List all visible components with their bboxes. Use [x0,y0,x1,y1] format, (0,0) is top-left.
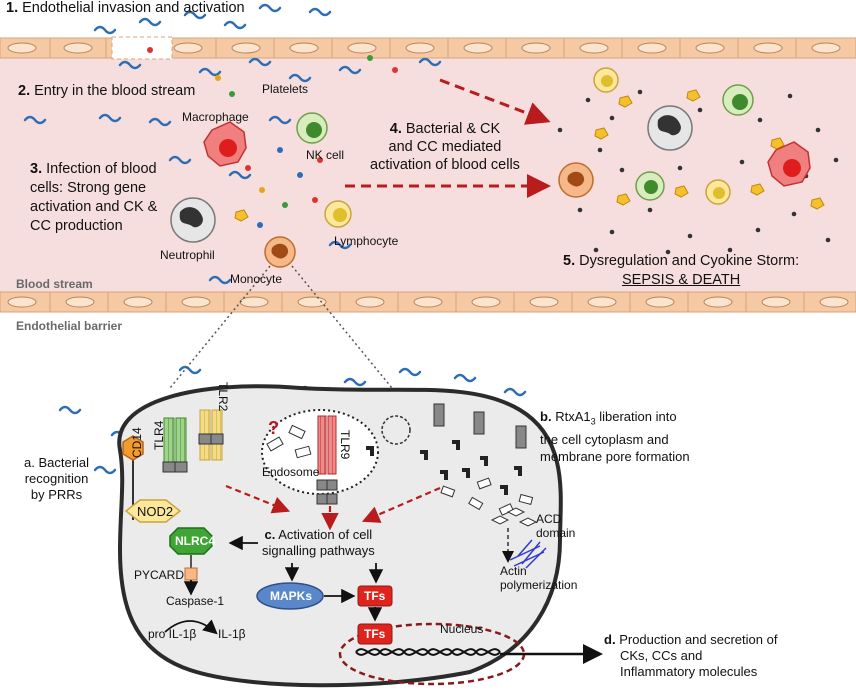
blood-stream-label: Blood stream [16,277,93,291]
acd-line2: domain [536,526,576,540]
label-d-letter: d. [604,632,616,647]
step-4-label: 4. Bacterial & CK and CC mediated activa… [370,120,520,174]
endosome [261,409,379,505]
tfs-label: TFs [364,589,386,603]
nod2-label: NOD2 [137,504,174,519]
mapks-label: MAPKs [270,589,313,603]
label-b-letter: b. [540,409,552,424]
label-a-letter: a. [24,455,35,470]
cytokine-storm-area [557,67,839,255]
step-5-line2: SEPSIS & DEATH [621,272,741,288]
pycard-label: PYCARD [134,568,185,582]
neutrophil-label: Neutrophil [160,248,215,262]
neutrophil-cell [170,197,216,243]
nucleus-label: Nucleus [440,622,484,636]
monocyte-cell [264,236,296,268]
step-1-number: 1. [6,0,19,16]
step-1-text: Endothelial invasion and activation [22,0,245,16]
label-a-line3: by PRRs [30,487,83,502]
step-3-line3: activation and CK & [30,199,158,215]
label-c: c. Activation of cell signalling pathway… [262,527,375,559]
step-2-text: Entry in the blood stream [34,83,196,99]
label-c-letter: c. [264,527,276,542]
tfs-box [357,585,393,607]
label-b-subscript: 3 [590,416,596,427]
label-a: a. Bacterial recognition by PRRs [24,455,89,503]
step-4-line1: Bacterial & CK [405,121,501,137]
pathway-arrows [164,535,603,664]
step-4-line2: and CC mediated [388,139,502,155]
zoom-lines [169,265,411,411]
question-mark: ? [268,418,279,438]
step-4-line3: activation of blood cells [370,157,520,173]
acd-line1: ACD [536,512,562,526]
nk-cell [296,112,328,144]
monocyte-label: Monocyte [230,272,283,286]
actin-label: Actin polymerization [500,564,577,592]
step-2-number: 2. [18,83,31,99]
tlr4-receptor [162,417,188,473]
step-4-number: 4. [389,121,402,137]
platelets-icon [234,209,249,222]
cd14-label: CD14 [130,427,144,458]
tlr9-label: TLR9 [338,430,352,460]
nlrc4-label: NLRC4 [175,534,216,548]
lymphocyte-label: Lymphocyte [334,234,399,248]
macrophage-cell [203,121,247,167]
label-c-line2: signalling pathways [262,543,375,558]
macrophage-label: Macrophage [182,110,249,124]
caspase-label: Caspase-1 [166,594,225,608]
pycard-box [184,567,198,581]
step-5-number: 5. [563,253,576,269]
endothelial-barrier-label: Endothelial barrier [16,319,123,333]
tfs-nucleus-label: TFs [364,627,386,641]
tlr4-label: TLR4 [152,420,166,450]
step-3-label: 3. Infection of blood cells: Strong gene… [30,160,157,236]
tlr2-receptor [198,409,224,461]
nk-cell-label: NK cell [306,148,345,162]
step-3-line2: cells: Strong gene [30,180,147,196]
tlr2-label: TLR2 [216,382,230,412]
endosome-label: Endosome [262,465,320,479]
step-5-line1: Dysregulation and Cyokine Storm: [579,253,800,269]
step-1-label: 1. Endothelial invasion and activation [6,0,245,17]
label-b-line1-rest: liberation into [595,409,677,424]
step-3-line4: CC production [30,218,123,234]
step-3-number: 3. [30,161,43,177]
actin-line1: Actin [500,564,527,578]
step-3-line1: Infection of blood [46,161,157,177]
signalling-arrows [225,484,441,531]
blood-vessel [0,36,856,313]
label-a-line1: Bacterial [38,455,90,470]
lymphocyte-cell [324,200,352,228]
step-5-label: 5. Dysregulation and Cyokine Storm: SEPS… [563,252,799,290]
label-a-line2: recognition [24,471,89,486]
host-cell [117,384,563,688]
label-b-line3: membrane pore formation [540,448,690,464]
nod2-diamond [124,499,182,523]
label-d-line1: Production and secretion of [619,632,778,647]
label-c-line1: Activation of cell [278,527,373,542]
label-b: b. RtxA13 liberation into the cell cytop… [540,408,690,465]
pro-il-label: pro IL-1β [148,627,197,641]
label-d-line2: CKs, CCs and [620,648,703,663]
nlrc4-octagon [169,527,213,555]
rtxa1-toxin [366,403,547,569]
actin-line2: polymerization [500,578,578,592]
acd-domain-label: ACD domain [536,512,575,540]
label-d-line3: Inflammatory molecules [620,664,758,679]
il-label: IL-1β [218,627,246,641]
label-b-line2: the cell cytoplasm and [540,431,669,447]
platelets-label: Platelets [262,82,309,96]
activation-arrows [345,78,551,198]
mapks-ellipse [256,582,324,610]
tfs-box-nucleus [357,623,393,645]
step-2-label: 2. Entry in the blood stream [18,83,195,100]
label-d: d. Production and secretion of CKs, CCs … [604,632,777,680]
label-b-toxin: RtxA1 [555,409,591,424]
